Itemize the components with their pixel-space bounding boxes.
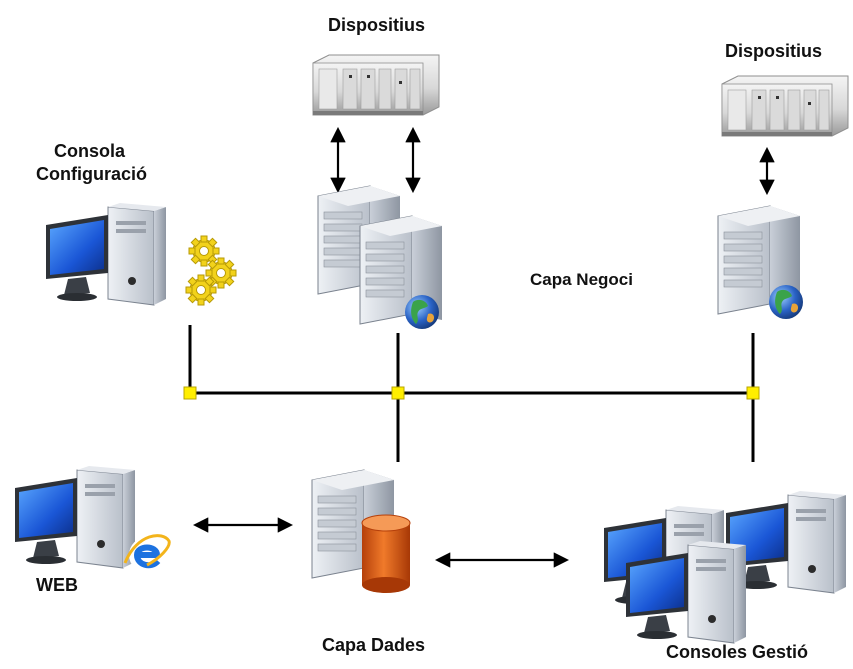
globe-icon-right xyxy=(769,285,803,319)
server-right xyxy=(717,205,803,319)
label-devices-right: Dispositius xyxy=(725,41,823,61)
server-pair-center xyxy=(317,185,443,329)
bus-junctions xyxy=(183,386,760,400)
junction-right xyxy=(746,386,760,400)
desktop-computer-icon-config xyxy=(45,202,167,306)
gear-icon-3 xyxy=(185,274,217,306)
junction-center xyxy=(391,386,405,400)
plc-device-icon-top xyxy=(312,54,440,116)
arrows xyxy=(192,126,775,568)
gear-icon-1 xyxy=(188,235,220,267)
network-bus xyxy=(188,325,755,462)
plc-device-icon-right xyxy=(721,75,849,137)
data-layer-server xyxy=(311,469,411,593)
management-consoles xyxy=(603,490,847,644)
label-web: WEB xyxy=(36,575,78,595)
database-icon xyxy=(361,514,411,593)
config-console xyxy=(45,202,237,306)
globe-icon-center xyxy=(405,295,439,329)
label-devices-top: Dispositius xyxy=(328,15,426,35)
label-data-layer: Capa Dades xyxy=(322,635,426,655)
internet-explorer-icon xyxy=(123,534,171,573)
web-client xyxy=(14,465,171,573)
desktop-computer-icon-web xyxy=(14,465,136,569)
label-management-consoles: Consoles Gestió xyxy=(666,642,809,662)
label-console-config-line2: Configuració xyxy=(36,164,147,184)
label-console-config-line1: Consola xyxy=(54,141,126,161)
junction-console xyxy=(183,386,197,400)
label-business-layer: Capa Negoci xyxy=(530,270,633,289)
